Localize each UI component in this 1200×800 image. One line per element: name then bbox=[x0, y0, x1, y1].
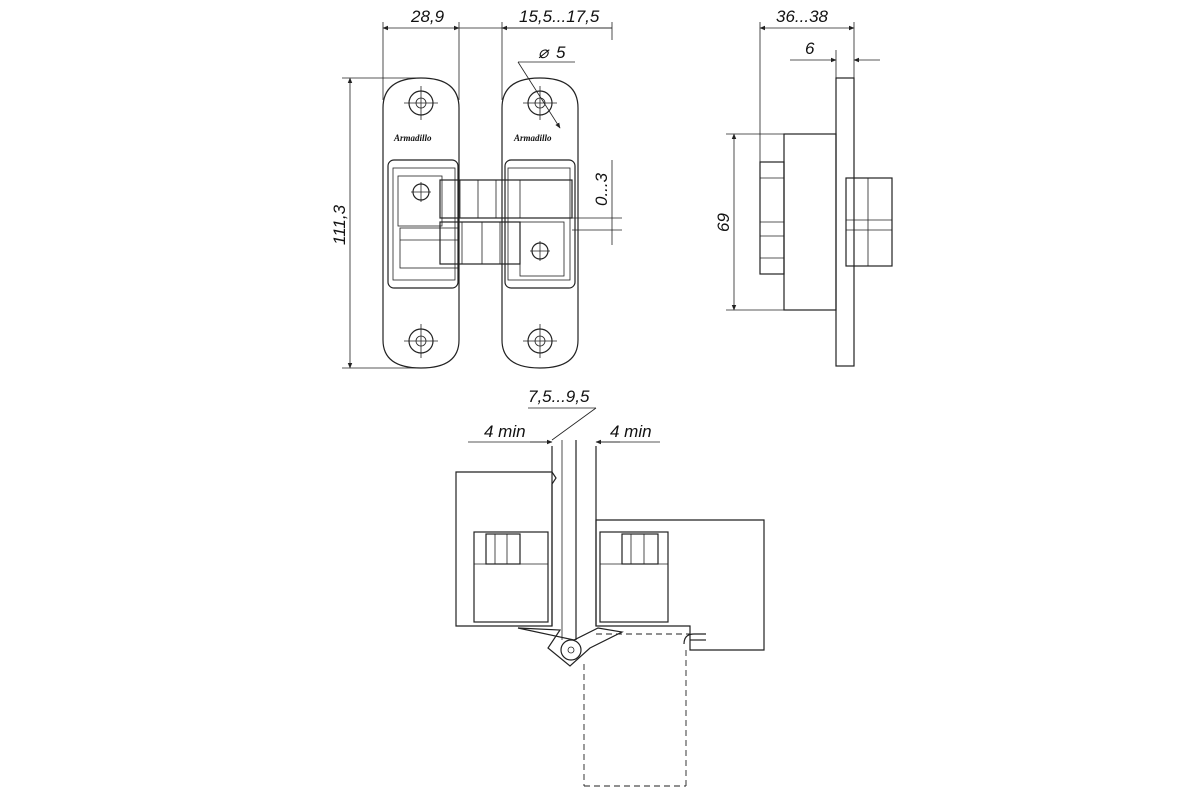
side-plate bbox=[835, 77, 855, 367]
left-leaf: Armadillo bbox=[382, 77, 460, 369]
brand-logo-left: Armadillo bbox=[393, 133, 432, 143]
dim-vertical-adjust: 0...3 bbox=[572, 160, 622, 245]
dim-plate-thickness-label: 6 bbox=[805, 39, 815, 58]
front-view: Armadillo Armadillo bbox=[330, 7, 622, 369]
frame-section-left bbox=[455, 471, 557, 627]
dim-width: 28,9 bbox=[382, 7, 460, 100]
dim-height: 111,3 bbox=[330, 77, 421, 369]
side-view: 36...38 6 69 bbox=[714, 7, 893, 367]
brand-logo-right: Armadillo bbox=[513, 133, 552, 143]
hinge-pin bbox=[560, 639, 582, 661]
diameter-symbol: ⌀ bbox=[538, 43, 550, 62]
right-leaf: Armadillo bbox=[501, 77, 579, 369]
dim-hole-diameter: ⌀ 5 bbox=[517, 43, 575, 129]
central-knuckle bbox=[439, 179, 573, 265]
dim-height-label: 111,3 bbox=[330, 204, 349, 245]
dim-depth-label: 36...38 bbox=[776, 7, 829, 26]
dim-width-label: 28,9 bbox=[410, 7, 445, 26]
dim-min-left-label: 4 min bbox=[484, 422, 526, 441]
dim-body-height-label: 69 bbox=[714, 213, 733, 232]
section-view: 7,5...9,5 4 min 4 min bbox=[455, 387, 765, 787]
door-section-right bbox=[595, 519, 765, 651]
dim-min-right-label: 4 min bbox=[610, 422, 652, 441]
dim-gap-label: 7,5...9,5 bbox=[528, 387, 590, 406]
dim-offset: 15,5...17,5 bbox=[459, 7, 613, 100]
dim-hole-diameter-label: 5 bbox=[556, 43, 566, 62]
dim-offset-label: 15,5...17,5 bbox=[519, 7, 600, 26]
dim-vertical-adjust-label: 0...3 bbox=[592, 172, 611, 206]
